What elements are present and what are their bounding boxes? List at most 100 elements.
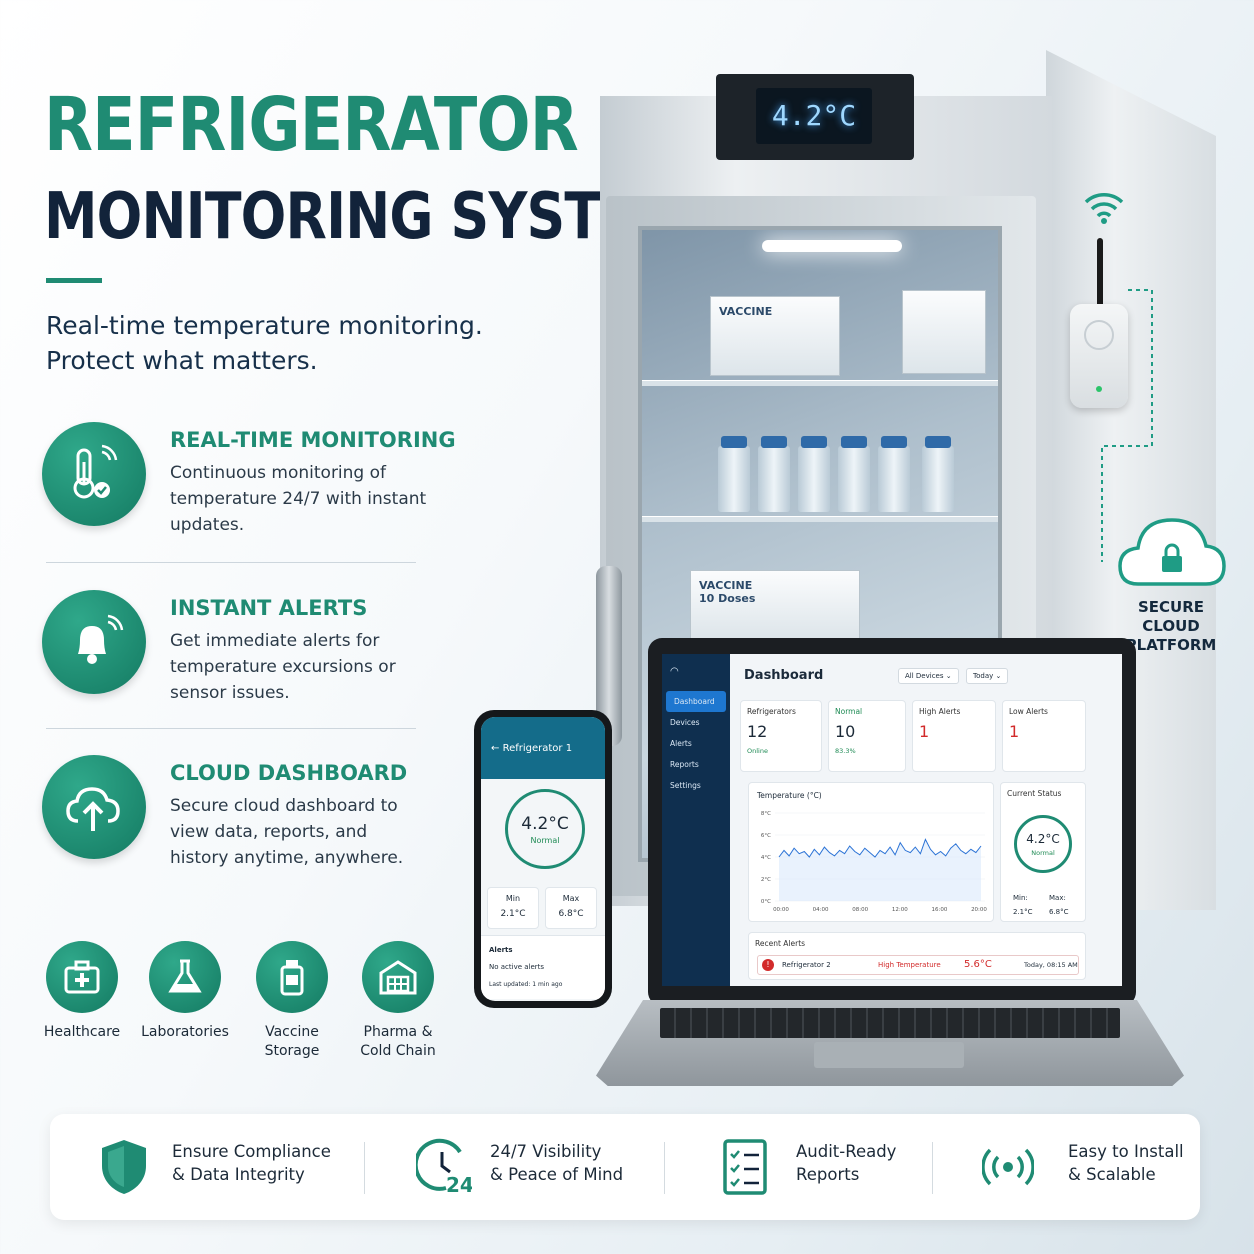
- recent-alerts-card: Recent Alerts ! Refrigerator 2 High Temp…: [748, 932, 1086, 980]
- max-value: 6.8°C: [1049, 908, 1069, 916]
- phone-header: ← Refrigerator 1: [481, 717, 605, 779]
- divider: [664, 1142, 665, 1194]
- cloud-lock-icon: [1118, 518, 1226, 586]
- recent-alerts-title: Recent Alerts: [755, 939, 806, 948]
- chart-title: Temperature (°C): [757, 791, 822, 800]
- stat-card-refrigerators[interactable]: Refrigerators 12 Online: [740, 700, 822, 772]
- warning-icon: !: [762, 959, 774, 971]
- logo-icon: ◠: [670, 666, 679, 677]
- stat-card-normal[interactable]: Normal 10 83.3%: [828, 700, 906, 772]
- phone-temp-gauge: 4.2°C Normal: [505, 789, 585, 869]
- nav-alerts[interactable]: Alerts: [670, 739, 692, 748]
- industry-label: Healthcare: [43, 1024, 121, 1040]
- feature-desc: Continuous monitoring of temperature 24/…: [170, 463, 427, 535]
- warehouse-icon: [362, 941, 434, 1013]
- vial: [798, 436, 830, 512]
- phone-alerts[interactable]: Alerts No active alerts Last updated: 1 …: [481, 935, 605, 999]
- range-filter[interactable]: Today ⌄: [966, 668, 1009, 684]
- feature-title: INSTANT ALERTS: [170, 596, 368, 620]
- first-aid-kit-icon: [46, 941, 118, 1013]
- stat-card-high[interactable]: High Alerts 1: [912, 700, 996, 772]
- bell-icon: [42, 590, 146, 694]
- checklist-icon: [723, 1139, 767, 1195]
- industry-label: Laboratories: [141, 1024, 229, 1040]
- benefit-text: Audit-Ready Reports: [796, 1142, 897, 1184]
- phone-max-value: 6.8°C: [558, 909, 584, 919]
- feature-title: REAL-TIME MONITORING: [170, 428, 456, 452]
- phone-max: Max 6.8°C: [545, 887, 597, 929]
- subtitle-line2: Protect what matters.: [46, 346, 318, 375]
- max-label: Max:: [1049, 894, 1066, 902]
- box-label: VACCINE: [719, 305, 773, 318]
- min-label: Min:: [1013, 894, 1028, 902]
- x-tick-label: 12:00: [892, 907, 908, 913]
- y-tick-label: 8°C: [761, 811, 771, 817]
- alert-row[interactable]: ! Refrigerator 2 High Temperature 5.6°C …: [757, 955, 1079, 975]
- thermometer-icon: [42, 422, 146, 526]
- back-arrow-icon[interactable]: ←: [491, 743, 500, 754]
- benefit-text: Ensure Compliance & Data Integrity: [172, 1142, 331, 1184]
- benefits-bar: Ensure Compliance & Data Integrity 24 24…: [50, 1114, 1200, 1220]
- alert-device: Refrigerator 2: [782, 961, 831, 969]
- nav-settings[interactable]: Settings: [670, 781, 701, 790]
- phone-state: Normal: [530, 836, 560, 845]
- subtitle: Real-time temperature monitoring. Protec…: [46, 308, 566, 378]
- feature-realtime: REAL-TIME MONITORING Continuous monitori…: [42, 422, 456, 535]
- nav-devices[interactable]: Devices: [670, 718, 700, 727]
- vaccine-bottle-icon: [256, 941, 328, 1013]
- status-led: [1096, 386, 1102, 392]
- title-underline: [46, 278, 102, 283]
- industry-labs: Laboratories: [137, 941, 233, 1042]
- dashboard-title: Dashboard: [744, 668, 824, 683]
- stat-label: High Alerts: [919, 707, 961, 716]
- vial: [758, 436, 790, 512]
- stat-value: 1: [919, 722, 930, 741]
- phone-title: Refrigerator 1: [502, 743, 573, 754]
- y-tick-label: 4°C: [761, 855, 771, 861]
- devices-filter[interactable]: All Devices ⌄: [898, 668, 959, 684]
- dashboard-sidebar: ◠ Dashboard Devices Alerts Reports Setti…: [662, 654, 730, 986]
- benefit-text: Easy to Install & Scalable: [1068, 1142, 1184, 1184]
- nav-reports[interactable]: Reports: [670, 760, 699, 769]
- phone-min-value: 2.1°C: [500, 909, 526, 919]
- status-min: Min: 2.1°C: [1013, 891, 1033, 919]
- subtitle-line1: Real-time temperature monitoring.: [46, 311, 483, 340]
- laptop-lid: ◠ Dashboard Devices Alerts Reports Setti…: [648, 638, 1136, 1006]
- status-gauge: 4.2°C Normal: [1014, 815, 1072, 873]
- feature-alerts: INSTANT ALERTS Get immediate alerts for …: [42, 590, 422, 703]
- dashboard-screen: ◠ Dashboard Devices Alerts Reports Setti…: [662, 654, 1122, 986]
- y-tick-label: 2°C: [761, 877, 771, 883]
- stat-card-low[interactable]: Low Alerts 1: [1002, 700, 1086, 772]
- phone-temp: 4.2°C: [521, 814, 569, 834]
- series-line: [778, 838, 982, 858]
- stat-sub: Online: [747, 747, 768, 755]
- wireless-signal-icon: [982, 1148, 1034, 1186]
- wireless-sensor: [1070, 304, 1128, 408]
- shelf: [642, 516, 998, 522]
- stat-sub: 83.3%: [835, 747, 856, 755]
- alert-time: Today, 08:15 AM: [1024, 961, 1078, 969]
- stat-label: Low Alerts: [1009, 707, 1048, 716]
- sensor-antenna: [1097, 238, 1103, 308]
- status-state: Normal: [1031, 849, 1055, 857]
- nav-dashboard[interactable]: Dashboard: [666, 691, 726, 712]
- laptop: ◠ Dashboard Devices Alerts Reports Setti…: [596, 638, 1184, 1086]
- vial: [838, 436, 870, 512]
- cloud-upload-icon: [42, 755, 146, 859]
- feature-desc: Get immediate alerts for temperature exc…: [170, 631, 396, 703]
- keyboard: [660, 1008, 1120, 1038]
- vaccine-box: [902, 290, 986, 374]
- x-tick-label: 16:00: [931, 907, 947, 913]
- phone-max-label: Max: [562, 894, 580, 903]
- y-tick-label: 6°C: [761, 833, 771, 839]
- title-line1: REFRIGERATOR: [44, 82, 579, 168]
- y-tick-label: 0°C: [761, 899, 771, 905]
- phone-updated: Last updated: 1 min ago: [489, 981, 563, 988]
- feature-desc: Secure cloud dashboard to view data, rep…: [170, 796, 404, 868]
- min-value: 2.1°C: [1013, 908, 1033, 916]
- industry-label: Vaccine Storage: [264, 1024, 320, 1059]
- current-status-card: Current Status 4.2°C Normal Min:2.1°C Ma…: [1000, 782, 1086, 922]
